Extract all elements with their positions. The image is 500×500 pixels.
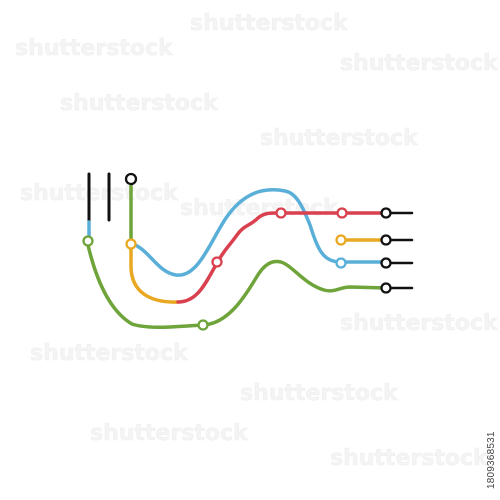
terminal-end-4 — [380, 282, 392, 294]
stations — [82, 172, 392, 331]
left-black-bars — [87, 172, 111, 224]
watermark-text: shutterstock — [90, 421, 249, 446]
watermark-text: shutterstock — [190, 11, 349, 36]
station-yellow-left — [125, 238, 137, 250]
end-stubs — [383, 211, 414, 290]
station-green-bottom — [197, 319, 209, 331]
watermark-text: shutterstock — [330, 446, 489, 471]
stock-id-text: 1809368531 — [486, 431, 497, 489]
station-yellow-right — [335, 234, 347, 246]
route-lines — [86, 183, 387, 329]
station-red-top — [275, 207, 287, 219]
station-red-right — [336, 207, 348, 219]
terminal-end-2 — [380, 234, 392, 246]
station-top-terminal — [124, 172, 138, 186]
red-line — [176, 211, 387, 304]
stock-id-label: 1809368531 — [484, 383, 498, 493]
watermark-text: shutterstock — [20, 181, 179, 206]
station-blue-right — [335, 257, 347, 269]
terminal-end-1 — [380, 207, 392, 219]
watermark-text: shutterstock — [15, 36, 174, 61]
terminal-end-3 — [380, 257, 392, 269]
watermark-text: shutterstock — [340, 311, 499, 336]
watermark-text: shutterstock — [60, 91, 219, 116]
watermark-text: shutterstock — [240, 381, 399, 406]
watermark-text: shutterstock — [340, 51, 499, 76]
green-line — [86, 183, 387, 329]
station-green-left — [82, 235, 94, 247]
blue-line — [87, 188, 387, 277]
yellow-line — [129, 238, 387, 304]
watermark-text: shutterstock — [30, 341, 189, 366]
watermark-text: shutterstock — [260, 126, 419, 151]
station-red-mid — [211, 256, 223, 268]
